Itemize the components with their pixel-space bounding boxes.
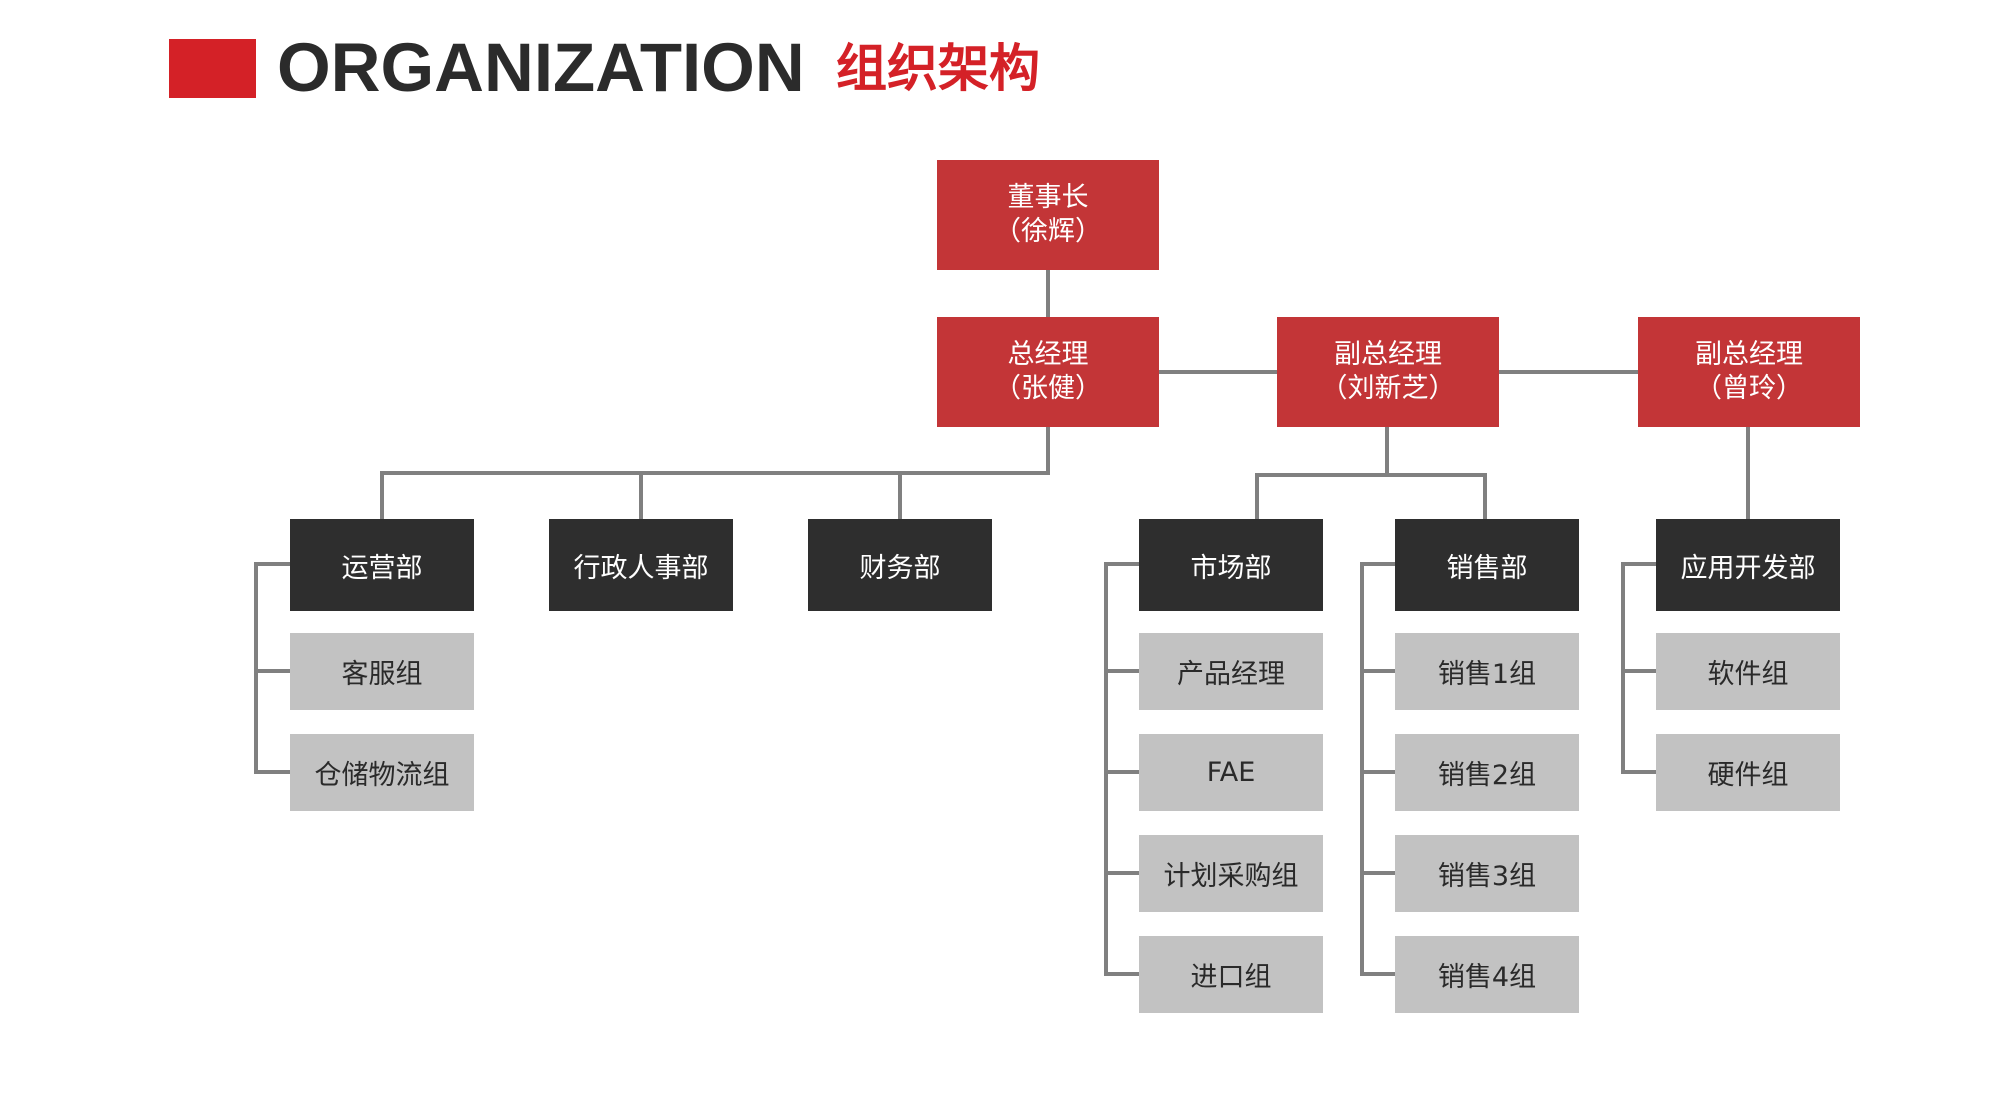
group-fae: FAE (1139, 734, 1323, 811)
group-planning-purchasing: 计划采购组 (1139, 835, 1323, 912)
connector-gm-departments (380, 425, 1050, 520)
dept-finance: 财务部 (808, 519, 992, 611)
dept-admin-hr: 行政人事部 (549, 519, 733, 611)
page-subtitle: 组织架构 (836, 40, 1041, 99)
group-sales-3: 销售3组 (1395, 835, 1579, 912)
page-title: ORGANIZATION (277, 29, 805, 106)
dept-operations: 运营部 (290, 519, 474, 611)
group-warehouse-logistics: 仓储物流组 (290, 734, 474, 811)
vice-general-manager-2-box: 副总经理 （曾玲） (1638, 317, 1860, 427)
chairman-title: 董事长 (1007, 182, 1089, 213)
group-sales-4: 销售4组 (1395, 936, 1579, 1013)
group-product-manager: 产品经理 (1139, 633, 1323, 710)
dept-marketing: 市场部 (1139, 519, 1323, 611)
general-manager-title: 总经理 (1007, 339, 1089, 370)
general-manager-person: （张健） (994, 373, 1102, 404)
connector-marketing-groups (1104, 562, 1141, 976)
title-accent-bar (169, 39, 256, 98)
vice-general-manager-1-person: （刘新芝） (1320, 373, 1456, 404)
chairman-person: （徐辉） (994, 216, 1102, 247)
vice-general-manager-2-title: 副总经理 (1695, 339, 1803, 370)
vice-general-manager-2-person: （曾玲） (1695, 373, 1803, 404)
connector-sales-groups (1360, 562, 1397, 976)
connector-vgm1-departments (1255, 425, 1487, 520)
connector-operations-groups (254, 562, 292, 774)
dept-sales: 销售部 (1395, 519, 1579, 611)
group-import: 进口组 (1139, 936, 1323, 1013)
group-customer-service: 客服组 (290, 633, 474, 710)
group-software: 软件组 (1656, 633, 1840, 710)
connector-appdev-groups (1621, 562, 1658, 774)
vice-general-manager-1-title: 副总经理 (1334, 339, 1442, 370)
chairman-box: 董事长 （徐辉） (937, 160, 1159, 270)
dept-app-dev: 应用开发部 (1656, 519, 1840, 611)
vice-general-manager-1-box: 副总经理 （刘新芝） (1277, 317, 1499, 427)
group-hardware: 硬件组 (1656, 734, 1840, 811)
group-sales-1: 销售1组 (1395, 633, 1579, 710)
general-manager-box: 总经理 （张健） (937, 317, 1159, 427)
group-sales-2: 销售2组 (1395, 734, 1579, 811)
